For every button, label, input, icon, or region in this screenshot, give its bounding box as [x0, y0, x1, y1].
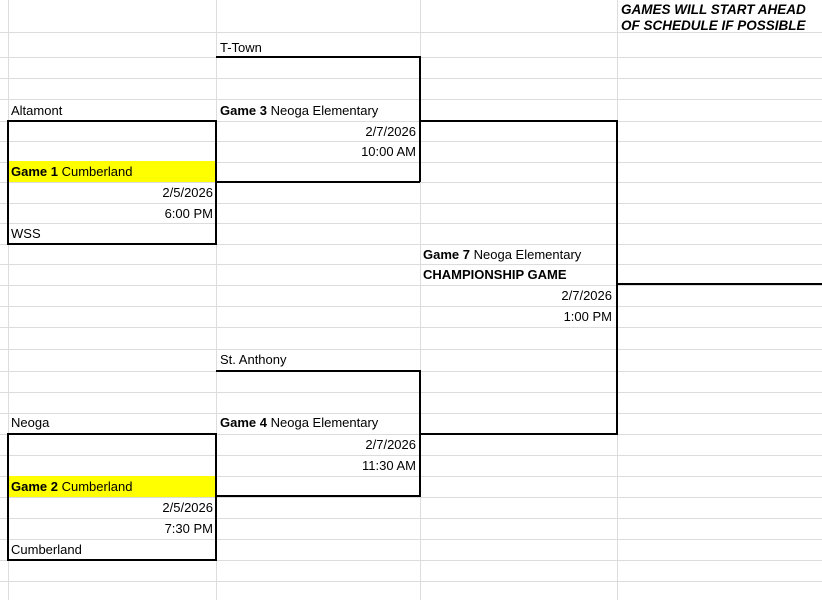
bracket-line-game2-bottom [8, 558, 216, 561]
gridline-row [0, 413, 822, 414]
cell-game7-subtitle[interactable]: CHAMPIONSHIP GAME [423, 266, 567, 282]
bracket-line-ttown-underline [216, 56, 420, 58]
cell-game3-title[interactable]: Game 3 Neoga Elementary [220, 100, 378, 121]
schedule-note[interactable]: GAMES WILL START AHEAD OF SCHEDULE IF PO… [621, 2, 806, 33]
bracket-line-game1-bottom [8, 242, 216, 245]
gridline-row [0, 305, 822, 307]
gridline-row [0, 454, 822, 456]
cell-game7-time[interactable]: 1:00 PM [563, 309, 612, 324]
bracket-line-champion [617, 283, 822, 285]
game3-host: Neoga Elementary [270, 102, 379, 118]
gridline-column [8, 0, 9, 600]
gridline-row [0, 433, 822, 435]
gridline-row [0, 581, 822, 582]
bracket-line-game4-right [418, 370, 421, 497]
cell-team-altamont[interactable]: Altamont [11, 102, 63, 118]
bracket-line-altamont-underline [8, 119, 216, 122]
gridline-column [216, 0, 217, 600]
bracket-line-game7-right [615, 119, 618, 435]
gridline-row [0, 348, 822, 350]
bracket-line-game4-bottom [216, 495, 420, 497]
bracket-line-game3-right [418, 56, 421, 182]
game7-label: Game 7 [423, 246, 470, 262]
gridline-row [0, 497, 822, 498]
gridline-row [0, 99, 822, 100]
gridline-row [0, 161, 822, 163]
bracket-line-game7-bottom [420, 432, 617, 435]
gridline-row [0, 476, 822, 477]
bracket-line-game3-bottom [216, 180, 420, 183]
cell-game7-date[interactable]: 2/7/2026 [561, 287, 612, 303]
cell-game3-date[interactable]: 2/7/2026 [365, 123, 416, 139]
bracket-line-stanthony-underline [216, 370, 420, 372]
gridline-column [617, 0, 618, 600]
bracket-line-game7-top [420, 119, 617, 122]
gridline-row [0, 560, 822, 561]
cell-game7-title[interactable]: Game 7 Neoga Elementary [423, 244, 581, 265]
gridline-column [420, 0, 421, 600]
cell-game4-title[interactable]: Game 4 Neoga Elementary [220, 412, 378, 433]
cell-game2-title[interactable]: Game 2 Cumberland [11, 476, 132, 497]
cell-game3-time[interactable]: 10:00 AM [361, 144, 416, 159]
gridline-row [0, 182, 822, 183]
game2-host: Cumberland [61, 479, 133, 494]
cell-team-cumberland[interactable]: Cumberland [11, 542, 82, 557]
bracket-line-game1-right [214, 119, 217, 245]
cell-game4-date[interactable]: 2/7/2026 [365, 436, 416, 452]
cell-game1-date[interactable]: 2/5/2026 [162, 185, 213, 200]
game3-label: Game 3 [220, 102, 267, 118]
cell-game4-time[interactable]: 11:30 AM [362, 458, 416, 473]
cell-team-wss[interactable]: WSS [11, 225, 41, 241]
gridline-row [0, 78, 822, 79]
bracket-line-game2-left [7, 432, 9, 561]
cell-game1-title[interactable]: Game 1 Cumberland [11, 161, 132, 182]
game2-label: Game 2 [11, 479, 58, 494]
game1-host: Cumberland [61, 164, 133, 179]
gridline-row [0, 284, 822, 286]
gridline-row [0, 223, 822, 224]
bracket-line-neoga-underline [8, 432, 216, 435]
gridline-row [0, 264, 822, 265]
cell-team-neoga[interactable]: Neoga [11, 415, 50, 430]
gridline-row [0, 539, 822, 540]
game4-label: Game 4 [220, 415, 267, 430]
gridline-row [0, 202, 822, 204]
gridline-row [0, 32, 822, 33]
game2-highlight [9, 476, 215, 497]
gridline-row [0, 141, 822, 142]
cell-team-stanthony[interactable]: St. Anthony [220, 352, 287, 367]
game4-host: Neoga Elementary [270, 415, 379, 430]
gridline-row [0, 518, 822, 519]
gridline-row [0, 392, 822, 393]
game1-highlight [9, 161, 215, 182]
cell-game2-date[interactable]: 2/5/2026 [162, 500, 213, 515]
gridline-row [0, 327, 822, 328]
game7-host: Neoga Elementary [473, 246, 582, 262]
bracket-line-game2-right [214, 432, 217, 561]
gridline-row [0, 120, 822, 122]
cell-game1-time[interactable]: 6:00 PM [164, 205, 213, 221]
cell-team-ttown[interactable]: T-Town [220, 39, 262, 55]
cell-game2-time[interactable]: 7:30 PM [164, 521, 213, 536]
bracket-line-game1-left [7, 119, 9, 245]
game1-label: Game 1 [11, 164, 58, 179]
gridline-row [0, 243, 822, 245]
